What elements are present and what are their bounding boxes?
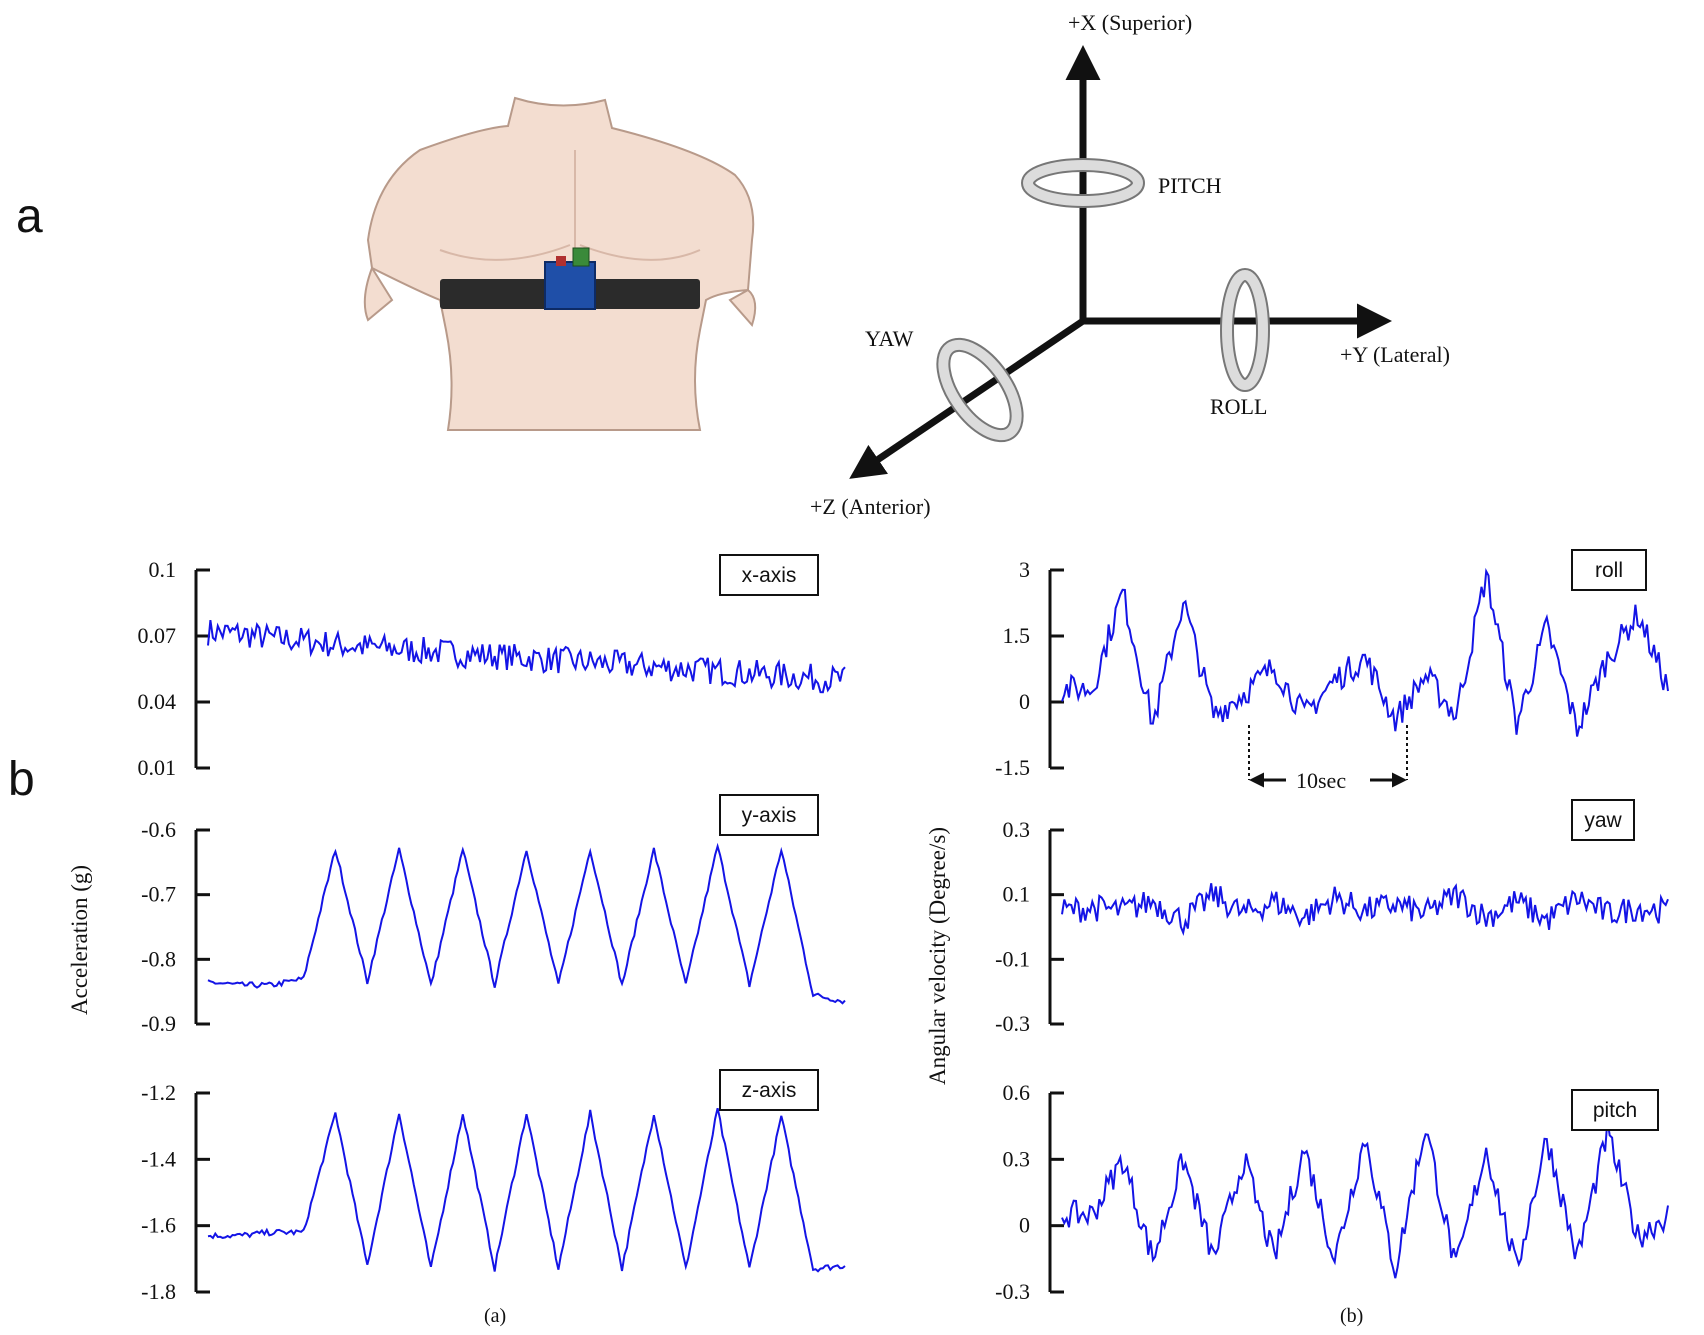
z-axis-tick-label: -1.6 (141, 1213, 176, 1238)
roll-legend-label: roll (1595, 559, 1623, 582)
subcaption-left: (a) (484, 1305, 506, 1327)
x-axis-panel: 0.1 0.07 0.04 0.01 x-axis (138, 554, 846, 780)
yaw-legend-box (1571, 799, 1635, 841)
x-axis-tick-label: 0.01 (138, 755, 177, 780)
panel-label-a: a (16, 190, 43, 243)
pitch-tick-label: 0.6 (1003, 1080, 1031, 1105)
yaw-legend-label: yaw (1584, 809, 1622, 832)
pitch-legend-label: pitch (1593, 1099, 1637, 1122)
pec-left (439, 244, 571, 261)
x-axis-legend-label: x-axis (742, 564, 797, 587)
yaw-tick-label: -0.3 (995, 1011, 1030, 1036)
axes-diagram: +X (Superior) +Y (Lateral) +Z (Anterior)… (810, 10, 1450, 519)
z-axis-legend-box (719, 1069, 819, 1111)
x-axis-tick-label: 0.04 (138, 689, 177, 714)
yaw-rotation-icon (936, 337, 1024, 443)
y-axis-tick-label: -0.9 (141, 1011, 176, 1036)
roll-tick-label: 0 (1019, 689, 1030, 714)
pitch-tick-label: 0.3 (1003, 1146, 1031, 1171)
sensor-board (544, 261, 596, 310)
yaw-signal-line (1061, 883, 1669, 937)
y-axis-panel: -0.6 -0.7 -0.8 -0.9 y-axis (141, 794, 846, 1036)
x-axis-legend-box (719, 554, 819, 596)
roll-signal-line (1061, 567, 1669, 737)
subcaption-right: (b) (1340, 1305, 1363, 1327)
ten-second-label: 10sec (1296, 768, 1346, 793)
z-axis-tick-label: -1.2 (141, 1080, 176, 1105)
z-axis-tick-label: -1.4 (141, 1146, 176, 1171)
roll-panel: 3 1.5 0 -1.5 roll (995, 549, 1669, 780)
y-axis-legend-box (719, 794, 819, 836)
axis-z-label: +Z (Anterior) (810, 494, 931, 519)
axis-z-line (849, 318, 1085, 479)
roll-tick-label: 1.5 (1003, 623, 1031, 648)
pitch-legend-box (1571, 1089, 1659, 1131)
x-axis-tick-label: 0.07 (138, 623, 177, 648)
roll-legend-box (1571, 549, 1647, 591)
pitch-rotation-icon (1021, 158, 1145, 208)
y-axis-tick-label: -0.7 (141, 882, 176, 907)
arm-left (363, 265, 394, 322)
axis-y-label: +Y (Lateral) (1340, 342, 1450, 367)
sensor-chip (572, 247, 590, 267)
sensor-chip-red (556, 256, 566, 266)
angular-velocity-axis-title: Angular velocity (Degree/s) (925, 827, 950, 1085)
pitch-panel: 0.6 0.3 0 -0.3 pitch (995, 1080, 1669, 1304)
pec-right (579, 244, 701, 261)
ten-second-annotation: 10sec (1248, 725, 1408, 793)
pitch-tick-label: -0.3 (995, 1279, 1030, 1304)
yaw-panel: 0.3 0.1 -0.1 -0.3 yaw (995, 799, 1669, 1036)
z-axis-panel: -1.2 -1.4 -1.6 -1.8 z-axis (141, 1069, 846, 1304)
pitch-tick-label: 0 (1019, 1213, 1030, 1238)
pitch-label: PITCH (1158, 173, 1222, 198)
y-axis-legend-label: y-axis (742, 804, 797, 827)
yaw-tick-label: -0.1 (995, 946, 1030, 971)
pitch-signal-line (1061, 1119, 1669, 1279)
roll-tick-label: -1.5 (995, 755, 1030, 780)
acceleration-axis-title: Acceleration (g) (67, 865, 92, 1015)
arm-right (728, 288, 757, 327)
torso-illustration (363, 96, 757, 431)
roll-label: ROLL (1210, 394, 1267, 419)
z-axis-tick-label: -1.8 (141, 1279, 176, 1304)
chart-panels: 0.1 0.07 0.04 0.01 x-axis -0.6 -0.7 -0.8 -0.9 y-a… (138, 549, 1669, 1304)
y-axis-tick-label: -0.8 (141, 946, 176, 971)
panel-label-b: b (8, 753, 35, 806)
yaw-label: YAW (865, 326, 914, 351)
x-axis-signal-line (207, 619, 846, 694)
yaw-tick-label: 0.1 (1003, 882, 1031, 907)
yaw-tick-label: 0.3 (1003, 817, 1031, 842)
y-axis-tick-label: -0.6 (141, 817, 176, 842)
y-axis-signal-line (207, 842, 846, 1005)
x-axis-tick-label: 0.1 (149, 557, 177, 582)
roll-tick-label: 3 (1019, 557, 1030, 582)
roll-rotation-icon (1220, 268, 1270, 392)
axis-x-label: +X (Superior) (1068, 10, 1192, 35)
z-axis-signal-line (207, 1107, 846, 1273)
z-axis-legend-label: z-axis (742, 1079, 797, 1102)
